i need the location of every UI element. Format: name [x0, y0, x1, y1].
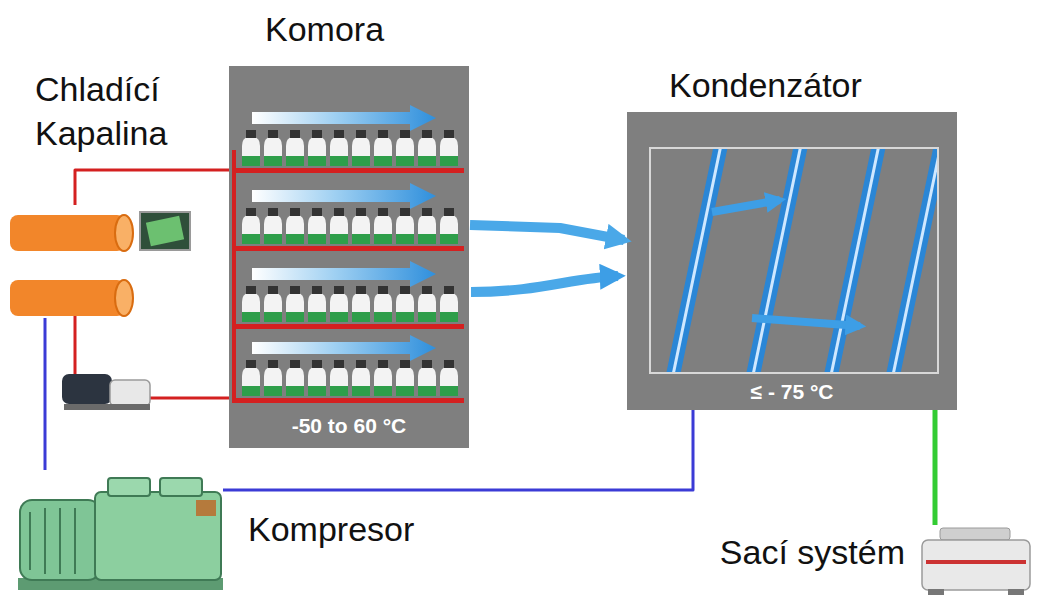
condenser-box: Kondenzátor ≤ - 75 °C [627, 62, 957, 410]
vacuum-pump-handle [940, 528, 1010, 540]
coolant-tank-end [115, 215, 133, 251]
condenser-panel [627, 112, 957, 410]
control-chip-core [146, 216, 184, 247]
vapour-arrow [752, 318, 860, 326]
vacuum-pump-stripe [926, 560, 1026, 564]
temperature-label: -50 to 60 °C [229, 414, 469, 438]
compressor-terminal [196, 500, 216, 516]
chamber-box: Komora -50 to 60 °C [229, 8, 469, 448]
vacuum-pump-foot [928, 589, 944, 595]
airflow-arrow [252, 335, 436, 361]
coolant-label: Chladící Kapalina [35, 67, 235, 155]
compressor-motor [20, 500, 100, 580]
compressor-rib [29, 512, 31, 570]
airflow-arrow [252, 261, 436, 287]
compressor-head [160, 478, 202, 496]
airflow-arrow [252, 183, 436, 209]
compressor-block [95, 492, 221, 580]
compressor-rib [74, 508, 76, 574]
circulation-pump-base [64, 404, 150, 410]
temperature-label: ≤ - 75 °C [627, 380, 957, 404]
connector-line [223, 410, 693, 490]
chamber-panel [229, 66, 469, 448]
control-chip [140, 212, 190, 250]
vial-shelf [236, 286, 464, 329]
condenser-coil [672, 149, 937, 372]
circulation-pump-head [110, 380, 150, 406]
compressor-label: Kompresor [248, 510, 414, 549]
coolant-unit: Chladící Kapalina [8, 205, 203, 318]
vapour-arrow [471, 276, 618, 292]
vacuum-pump-body [922, 540, 1030, 590]
coolant-manifold [232, 150, 236, 403]
vacuum-pump-unit: Sací systém [918, 525, 1036, 595]
circulation-pump-motor [62, 374, 112, 404]
vacuum-pump-foot [1008, 589, 1024, 595]
connector-line [44, 318, 47, 470]
compressor-head [108, 478, 150, 496]
coolant-tank [10, 215, 125, 251]
vial-shelf [236, 130, 464, 173]
vial-shelf [236, 360, 464, 403]
connector-line [75, 170, 229, 205]
compressor-rib [59, 508, 61, 574]
compressor-unit: Kompresor [15, 470, 223, 595]
connector-line [933, 410, 938, 525]
vial-shelf [236, 208, 464, 251]
connector-line [470, 225, 624, 240]
chamber-title: Komora [265, 10, 384, 49]
coolant-tank [10, 280, 125, 316]
condenser-title: Kondenzátor [669, 66, 862, 105]
compressor-rib [44, 508, 46, 574]
coolant-tank-end [115, 280, 133, 316]
airflow-arrow [252, 105, 436, 131]
vacuum-label: Sací systém [720, 533, 905, 572]
vapour-arrow [712, 200, 780, 212]
coolant-pipe [150, 397, 229, 400]
